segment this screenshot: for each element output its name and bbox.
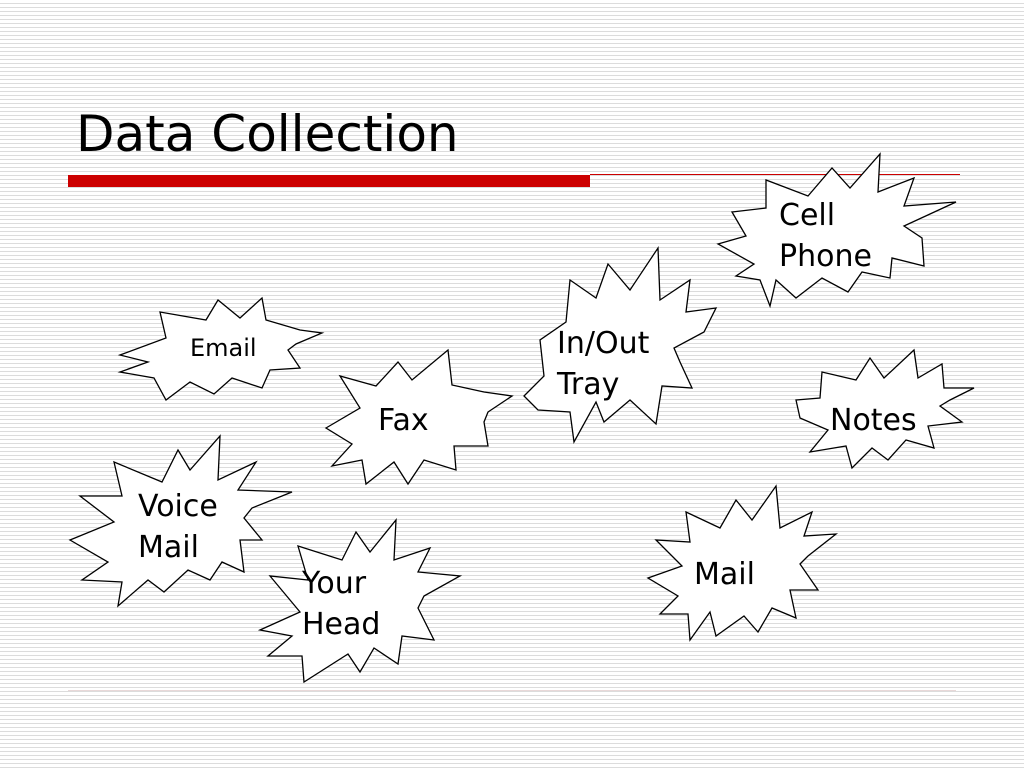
- label-mail: Mail: [694, 557, 755, 592]
- burst-fax: [324, 348, 514, 486]
- label-notes: Notes: [830, 403, 917, 438]
- burst-cell-phone: [716, 152, 957, 309]
- label-voice-mail: Voice Mail: [138, 489, 218, 565]
- label-your-head: Your Head: [302, 566, 381, 642]
- label-cell-phone: Cell Phone: [779, 198, 872, 274]
- burst-your-head: [257, 518, 463, 684]
- burst-voice-mail: [68, 434, 293, 608]
- footer-divider: [68, 690, 956, 691]
- burst-in-out-tray: [523, 245, 718, 445]
- title-underline-thin: [590, 174, 960, 175]
- burst-email: [117, 296, 325, 401]
- title-underline-thick: [68, 175, 590, 187]
- label-fax: Fax: [378, 403, 429, 438]
- burst-mail: [646, 484, 839, 642]
- label-email: Email: [190, 334, 257, 362]
- slide-title: Data Collection: [76, 105, 459, 163]
- label-in-out-tray: In/Out Tray: [557, 326, 650, 402]
- burst-notes: [795, 348, 975, 470]
